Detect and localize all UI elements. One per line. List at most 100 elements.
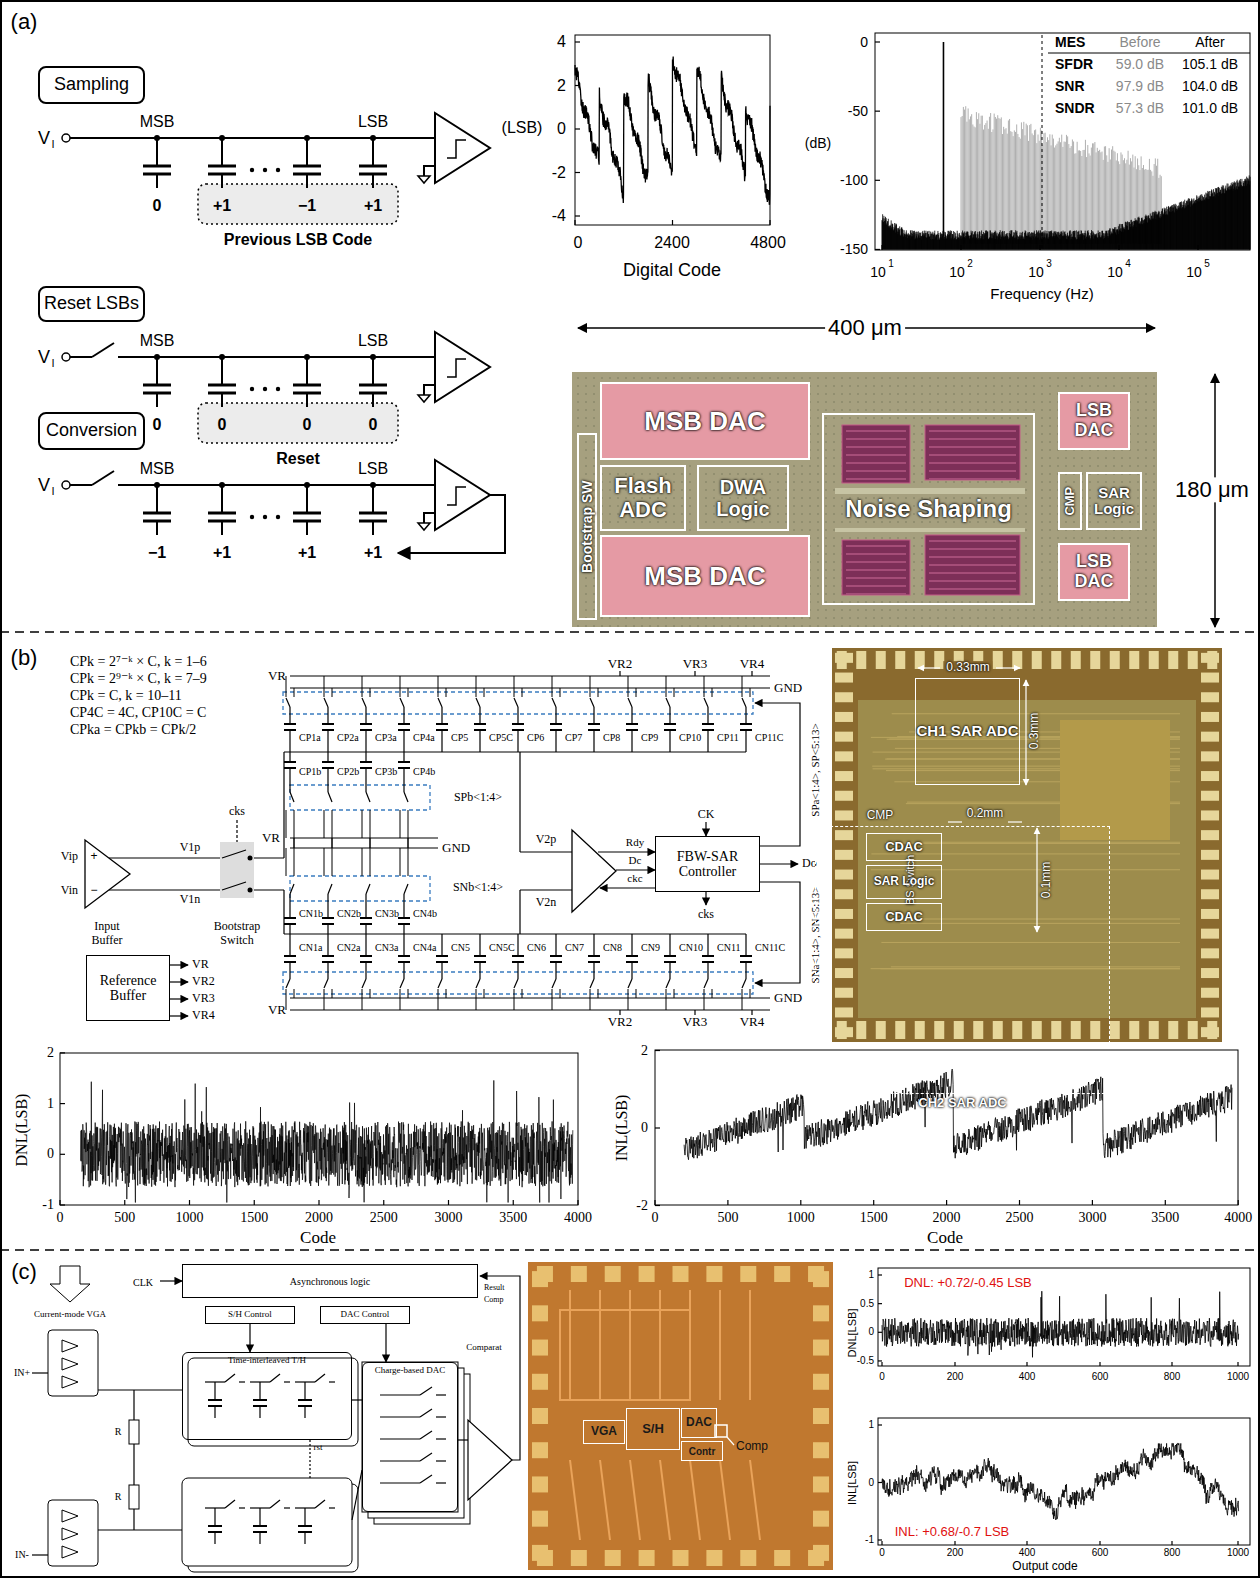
- drawing-part: [702, 961, 714, 963]
- drawing-part: [575, 57, 770, 205]
- drawing-part: [32, 1372, 48, 1373]
- drawing-part: [871, 869, 1180, 870]
- drawing-part: [1224, 189, 1225, 250]
- drawing-part: [1029, 125, 1030, 244]
- drawing-part: [1209, 196, 1210, 249]
- drawing-part: [707, 707, 708, 714]
- drawing-part: [996, 234, 997, 250]
- drawing-part: [118, 332, 490, 407]
- drawing-part: [673, 1266, 689, 1282]
- drawing-part: [978, 234, 979, 249]
- drawing-part: [532, 1442, 548, 1458]
- drawing-part: [990, 231, 991, 250]
- drawing-part: [1081, 230, 1082, 249]
- drawing-part: [62, 1546, 78, 1558]
- drawing-part: [514, 698, 518, 707]
- drawing-part: [1200, 195, 1201, 249]
- drawing-part: [705, 892, 706, 905]
- drawing-part: [987, 231, 988, 249]
- drawing-part: [1241, 179, 1242, 250]
- drawing-part: [1203, 197, 1204, 249]
- drawing-part: [403, 752, 404, 762]
- drawing-part: [1201, 870, 1219, 880]
- drawing-part: [906, 235, 907, 250]
- drawing-part: [555, 972, 556, 979]
- drawing-part: [876, 1021, 886, 1039]
- drawing-part: [1129, 1021, 1139, 1039]
- drawing-part: [1009, 119, 1010, 244]
- drawing-part: [1240, 182, 1241, 249]
- drawing-part: [902, 229, 903, 249]
- drawing-part: [365, 934, 366, 956]
- drawing-part: [474, 961, 486, 963]
- drawing-part: [917, 232, 918, 249]
- drawing-part: [1073, 231, 1074, 249]
- drawing-part: [32, 1266, 520, 1572]
- drawing-part: [960, 245, 961, 250]
- drawing-part: [904, 235, 905, 250]
- drawing-part: [881, 942, 1180, 943]
- drawing-part: [985, 231, 986, 250]
- drawing-part: [750, 688, 751, 697]
- drawing-part: [952, 234, 953, 249]
- drawing-part: [1001, 117, 1002, 244]
- drawing-part: [835, 751, 853, 761]
- drawing-part: [1202, 196, 1203, 250]
- drawing-part: [290, 837, 438, 838]
- drawing-part: [1155, 212, 1156, 250]
- drawing-part: [327, 730, 328, 752]
- drawing-part: [1104, 233, 1105, 249]
- drawing-part: [32, 1554, 48, 1555]
- drawing-part: [1015, 230, 1016, 249]
- drawing-part: [1079, 235, 1080, 250]
- drawing-part: [1173, 204, 1174, 249]
- drawing-part: [1043, 133, 1044, 244]
- drawing-part: [1102, 152, 1103, 244]
- drawing-part: [835, 673, 853, 683]
- drawing-part: [352, 1470, 362, 1520]
- drawing-part: [619, 671, 620, 676]
- drawing-part: [572, 372, 1157, 627]
- drawing-part: [1032, 233, 1033, 249]
- drawing-part: [955, 239, 956, 249]
- drawing-part: [1201, 791, 1219, 801]
- drawing-part: [960, 236, 961, 250]
- drawing-part: [1047, 233, 1048, 249]
- drawing-part: [1207, 191, 1208, 250]
- drawing-part: [885, 842, 1180, 843]
- drawing-part: [1110, 228, 1111, 249]
- drawing-part: [750, 989, 751, 998]
- drawing-part: [1239, 180, 1240, 249]
- drawing-part: [898, 229, 899, 250]
- drawing-part: [1238, 183, 1239, 250]
- drawing-part: [949, 232, 950, 249]
- drawing-part: [1232, 184, 1233, 249]
- drawing-part: [514, 989, 515, 1010]
- drawing-part: [598, 851, 655, 852]
- drawing-part: [555, 962, 556, 972]
- drawing-part: [889, 226, 890, 249]
- drawing-part: [1012, 1021, 1022, 1039]
- drawing-part: [669, 962, 670, 972]
- drawing-part: [286, 848, 287, 876]
- drawing-part: [1178, 205, 1179, 249]
- drawing-part: [362, 989, 363, 1010]
- drawing-part: [1105, 231, 1106, 250]
- drawing-part: [1218, 187, 1219, 250]
- drawing-part: [1090, 651, 1100, 669]
- drawing-part: [1026, 236, 1027, 250]
- drawing-part: [1098, 151, 1099, 244]
- drawing-part: [1063, 231, 1064, 250]
- drawing-part: [875, 33, 1250, 250]
- drawing-part: [476, 979, 480, 988]
- drawing-part: [1075, 153, 1076, 244]
- drawing-part: [707, 714, 708, 724]
- drawing-part: [1072, 237, 1073, 250]
- drawing-part: [324, 698, 328, 707]
- drawing-part: [1188, 1021, 1198, 1039]
- drawing-part: [813, 1442, 829, 1458]
- drawing-part: [1101, 231, 1102, 250]
- drawing-part: [1028, 235, 1029, 249]
- drawing-part: [458, 1439, 468, 1440]
- drawing-part: [896, 225, 897, 250]
